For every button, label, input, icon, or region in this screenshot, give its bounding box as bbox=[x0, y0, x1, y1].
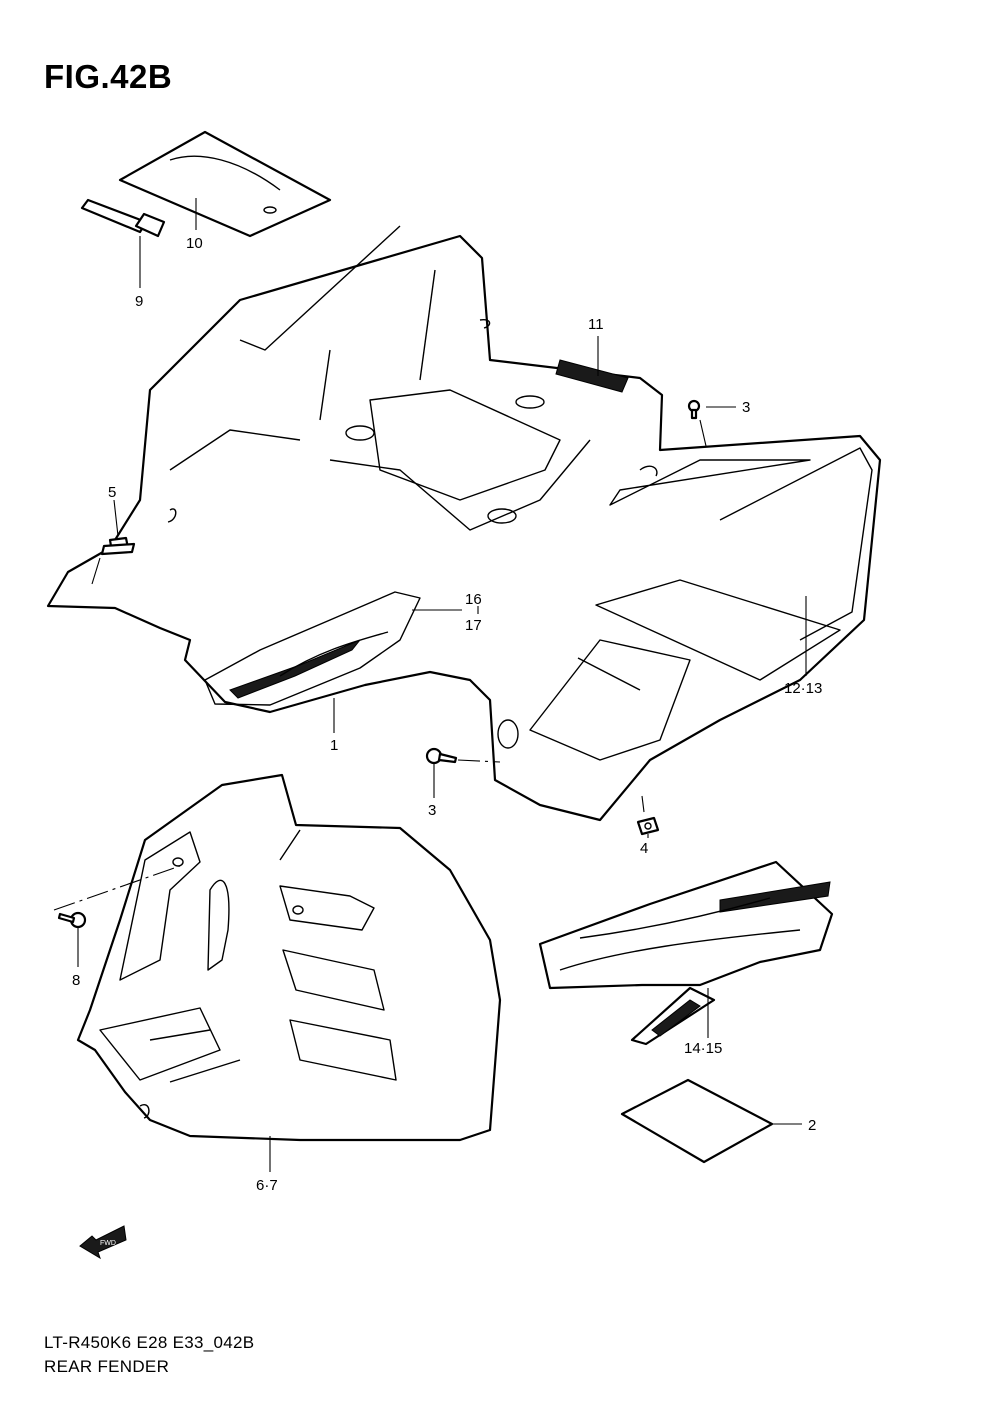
figure-title: FIG.42B bbox=[44, 58, 173, 95]
callout-3-lower: 3 bbox=[428, 802, 436, 819]
callout-8: 8 bbox=[72, 972, 80, 989]
fwd-label: FWD bbox=[100, 1240, 116, 1247]
section-name: REAR FENDER bbox=[44, 1357, 170, 1376]
part-11-emblem[interactable] bbox=[555, 359, 629, 393]
callout-12-13: 12·13 bbox=[784, 680, 822, 697]
fwd-arrow-icon: FWD bbox=[79, 1225, 127, 1260]
part-9-rod[interactable] bbox=[80, 198, 166, 238]
part-5-clip[interactable] bbox=[100, 536, 136, 556]
callout-5: 5 bbox=[108, 484, 116, 501]
leader-lines bbox=[53, 198, 807, 1172]
model-code: LT-R450K6 E28 E33_042B bbox=[44, 1333, 255, 1352]
callout-17: 17 bbox=[465, 617, 482, 634]
part-16-17-side-decal[interactable] bbox=[204, 591, 421, 706]
part-12-13-panel-decal[interactable] bbox=[719, 447, 873, 641]
part-3-screw-lower[interactable] bbox=[425, 747, 458, 765]
callout-6-7: 6·7 bbox=[256, 1177, 278, 1194]
callout-labels: 10 9 11 3 5 16 17 12·13 1 3 4 8 14·15 2 … bbox=[72, 235, 822, 1194]
callout-10: 10 bbox=[186, 235, 203, 252]
callout-3-upper: 3 bbox=[742, 399, 750, 416]
part-8-screw[interactable] bbox=[57, 911, 87, 929]
callout-9: 9 bbox=[135, 293, 143, 310]
part-4-nut[interactable] bbox=[636, 816, 660, 836]
callout-14-15: 14·15 bbox=[684, 1040, 722, 1057]
part-14-15-decal[interactable] bbox=[538, 860, 834, 1046]
part-3-screw-upper[interactable] bbox=[687, 399, 701, 420]
part-1-rear-fender[interactable] bbox=[46, 225, 882, 822]
callout-2: 2 bbox=[808, 1117, 816, 1134]
part-2-label[interactable] bbox=[620, 1078, 774, 1164]
callout-4: 4 bbox=[640, 840, 648, 857]
callout-1: 1 bbox=[330, 737, 338, 754]
part-10-tool-bag[interactable] bbox=[118, 130, 332, 238]
callout-11: 11 bbox=[588, 316, 604, 333]
part-6-7-mud-guard[interactable] bbox=[76, 773, 502, 1142]
callout-16: 16 bbox=[465, 591, 482, 608]
